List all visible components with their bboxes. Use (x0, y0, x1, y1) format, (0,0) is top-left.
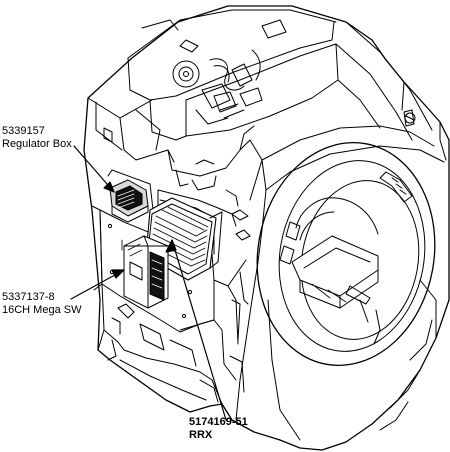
rrx-name: RRX (189, 429, 213, 441)
regulator-box-part-number: 5339157 (2, 125, 45, 137)
callout-leaders (70, 145, 227, 421)
regulator-arrowhead (103, 181, 115, 193)
side-details (225, 189, 251, 393)
mega-switch-unit (123, 235, 169, 309)
magnet-bore (256, 109, 436, 367)
rrx-leader-line (171, 239, 227, 421)
regulator-box-name: Regulator Box (2, 138, 72, 150)
regulator-box-callout: 5339157 Regulator Box (2, 125, 72, 151)
housing-outline (83, 5, 450, 451)
rrx-arrowhead (165, 239, 177, 253)
left-shoulder-panel (87, 97, 263, 191)
mega-switch-name: 16CH Mega SW (2, 304, 82, 316)
regulator-box (107, 169, 155, 223)
rrx-callout: 5174169-51 RRX (189, 416, 248, 442)
rrx-part-number: 5174169-51 (189, 416, 248, 428)
top-cover (127, 9, 339, 141)
lower-chassis (97, 259, 247, 405)
mega-switch-callout: 5337137-8 16CH Mega SW (2, 291, 81, 317)
housing-ribs (267, 21, 447, 441)
mega-switch-part-number: 5337137-8 (2, 291, 55, 303)
mega-sw-arrowhead (111, 269, 125, 279)
